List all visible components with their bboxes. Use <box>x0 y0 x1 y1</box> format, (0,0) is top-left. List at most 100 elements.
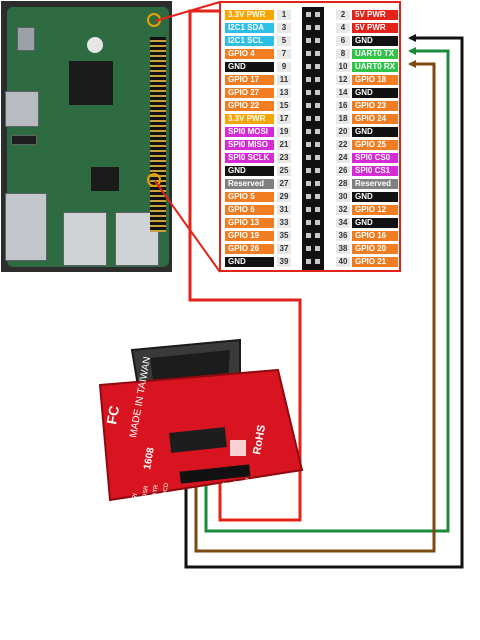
wire-brown-rx <box>194 62 436 553</box>
header-pin <box>306 103 311 108</box>
pin-number-20: 20 <box>336 127 350 137</box>
header-pin <box>306 129 311 134</box>
pin-label-11: GPIO 17 <box>225 75 274 85</box>
header-pin <box>306 181 311 186</box>
header-pin <box>315 142 320 147</box>
header-pin <box>315 77 320 82</box>
pin-label-30: GND <box>352 192 398 202</box>
pin-number-37: 37 <box>277 244 291 254</box>
pin-label-14: GND <box>352 88 398 98</box>
pin-number-15: 15 <box>277 101 291 111</box>
pin-number-40: 40 <box>336 257 350 267</box>
header-pin <box>306 259 311 264</box>
pin-number-5: 5 <box>277 36 291 46</box>
pin-label-12: GPIO 18 <box>352 75 398 85</box>
pin-label-5: I2C1 SCL <box>225 36 274 46</box>
pin-header <box>179 464 251 484</box>
camera-connector <box>11 135 37 145</box>
arrow-rx-icon <box>408 60 416 68</box>
header-pin <box>315 25 320 30</box>
pin-label-25: GND <box>225 166 274 176</box>
header-pin <box>315 233 320 238</box>
board-pin-label-gnd: GND <box>243 477 251 492</box>
pin-label-33: GPIO 13 <box>225 218 274 228</box>
header-pin <box>315 207 320 212</box>
pin-number-16: 16 <box>336 101 350 111</box>
board-pin-label-dcd: DCD <box>162 482 170 497</box>
raspberry-pi-board <box>5 7 169 267</box>
pin-label-37: GPIO 26 <box>225 244 274 254</box>
pin-label-36: GPIO 16 <box>352 231 398 241</box>
pin-label-13: GPIO 27 <box>225 88 274 98</box>
pin-number-17: 17 <box>277 114 291 124</box>
header-pin <box>315 64 320 69</box>
header-pin <box>306 168 311 173</box>
pin-number-31: 31 <box>277 205 291 215</box>
pin-label-7: GPIO 4 <box>225 49 274 59</box>
pin-label-3: I2C1 SDA <box>225 23 274 33</box>
pin-label-6: GND <box>352 36 398 46</box>
pin-number-2: 2 <box>336 10 350 20</box>
ethernet-port <box>5 193 47 261</box>
ftdi-logo-icon <box>230 440 246 456</box>
pin-number-12: 12 <box>336 75 350 85</box>
pin-label-23: SPI0 SCLK <box>225 153 274 163</box>
wire-red-3v3 <box>188 9 302 522</box>
pin-label-26: SPI0 CS1 <box>352 166 398 176</box>
header-pin <box>306 38 311 43</box>
rohs-label: RoHS <box>251 424 268 456</box>
board-pin-label-rts: RTS <box>221 482 229 495</box>
pin-label-32: GPIO 12 <box>352 205 398 215</box>
header-pin <box>306 246 311 251</box>
header-pin <box>306 51 311 56</box>
wire-green-tx <box>204 49 450 533</box>
pin-label-18: GPIO 24 <box>352 114 398 124</box>
ft232-chip <box>169 427 227 453</box>
pin-label-39: GND <box>225 257 274 267</box>
header-pin <box>306 25 311 30</box>
usb-controller-chip <box>91 167 119 191</box>
header-pin <box>315 220 320 225</box>
pin-label-28: Reserved <box>352 179 398 189</box>
pin-label-24: SPI0 CS0 <box>352 153 398 163</box>
pin-number-18: 18 <box>336 114 350 124</box>
pin-number-14: 14 <box>336 88 350 98</box>
board-pin-label-ri: RI <box>132 493 139 500</box>
lot-label: 1608 <box>142 446 157 470</box>
header-pin <box>315 90 320 95</box>
pin-label-4: 5V PWR <box>352 23 398 33</box>
gpio-header-graphic <box>302 7 324 270</box>
pin-label-9: GND <box>225 62 274 72</box>
raspberry-pi-photo <box>1 1 172 272</box>
arrow-gnd-icon <box>408 34 416 42</box>
pin-label-16: GPIO 23 <box>352 101 398 111</box>
header-pin <box>306 207 311 212</box>
pin-number-10: 10 <box>336 62 350 72</box>
header-pin <box>315 181 320 186</box>
pin-number-9: 9 <box>277 62 291 72</box>
wire-black-gnd <box>184 36 464 569</box>
usb-serial-board: FC MADE IN TAIWAN RoHS 1608 VCCRXTXGNDCT… <box>98 338 304 502</box>
board-pin-label-cts: CTS <box>232 480 240 493</box>
board-pin-label-dtr: DTR <box>152 484 160 498</box>
header-pin <box>306 90 311 95</box>
header-pin <box>315 116 320 121</box>
header-pin <box>315 194 320 199</box>
header-pin <box>315 51 320 56</box>
pin-label-19: SPI0 MOSI <box>225 127 274 137</box>
board-pin-label-tx: TX <box>254 482 261 491</box>
micro-usb-port <box>17 27 35 51</box>
pin-number-8: 8 <box>336 49 350 59</box>
board-pin-label-vcc: VCC <box>276 474 284 488</box>
pin-number-25: 25 <box>277 166 291 176</box>
pin-number-30: 30 <box>336 192 350 202</box>
pin-number-36: 36 <box>336 231 350 241</box>
pin-number-3: 3 <box>277 23 291 33</box>
pin-number-4: 4 <box>336 23 350 33</box>
pin-label-40: GPIO 21 <box>352 257 398 267</box>
arrow-tx-icon <box>408 47 416 55</box>
header-pin <box>306 142 311 147</box>
pin-number-34: 34 <box>336 218 350 228</box>
